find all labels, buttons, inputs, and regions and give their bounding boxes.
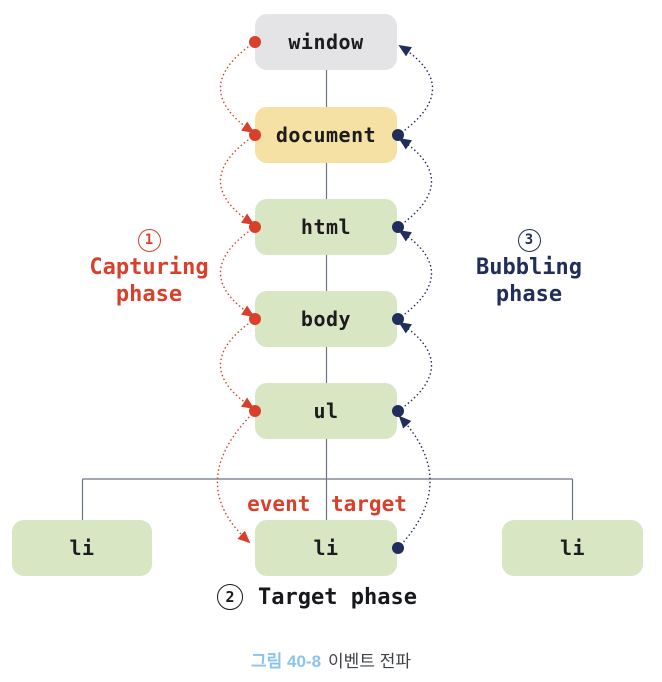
node-li-target-label: li bbox=[313, 536, 339, 560]
node-li-right-label: li bbox=[559, 536, 586, 560]
figure-caption: 그림 40-8 이벤트 전파 bbox=[0, 647, 662, 672]
node-window-label: window bbox=[288, 30, 364, 54]
figure-number: 그림 40-8 bbox=[251, 652, 322, 671]
bubbling-phase-arrows bbox=[392, 44, 434, 554]
node-window: window bbox=[255, 14, 397, 70]
target-number-badge: 2 bbox=[217, 584, 243, 610]
bubbling-phase-text: Bubbling phase bbox=[476, 255, 582, 307]
node-html: html bbox=[255, 199, 397, 255]
figure-title: 이벤트 전파 bbox=[328, 652, 411, 671]
bubbling-phase-label: 3 Bubbling phase bbox=[456, 229, 602, 309]
bubbling-arcs bbox=[397, 44, 434, 549]
node-body: body bbox=[255, 291, 397, 347]
capturing-phase-arrows bbox=[216, 36, 261, 544]
node-document-label: document bbox=[275, 123, 377, 147]
event-target-label: event target bbox=[247, 492, 407, 516]
node-body-label: body bbox=[300, 307, 352, 331]
capturing-arcs bbox=[216, 41, 256, 544]
node-html-label: html bbox=[300, 215, 352, 239]
node-ul: ul bbox=[255, 383, 397, 439]
node-li-left: li bbox=[12, 520, 152, 576]
node-li-left-label: li bbox=[69, 536, 95, 560]
capturing-number-badge: 1 bbox=[137, 229, 161, 252]
node-li-event-target: li bbox=[255, 520, 397, 576]
bubbling-number-badge: 3 bbox=[517, 229, 541, 252]
target-phase-text: Target phase bbox=[258, 584, 417, 610]
capturing-phase-text: Capturing phase bbox=[89, 255, 209, 307]
node-li-right: li bbox=[502, 520, 643, 576]
node-ul-label: ul bbox=[313, 399, 339, 423]
capturing-phase-label: 1 Capturing phase bbox=[76, 229, 222, 309]
target-phase-label: 2 Target phase bbox=[217, 584, 417, 610]
node-document: document bbox=[255, 107, 397, 163]
